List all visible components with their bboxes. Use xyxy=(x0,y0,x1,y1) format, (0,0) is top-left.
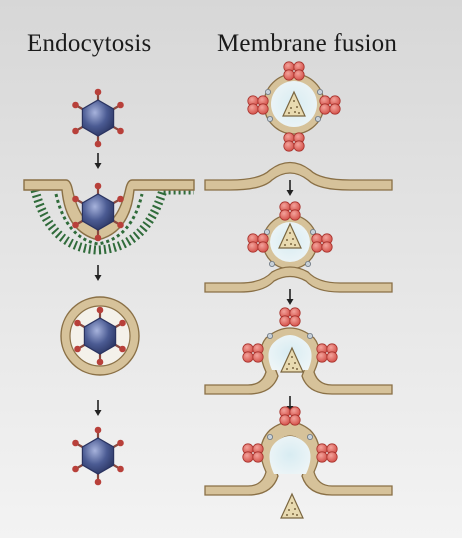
host-membrane-2 xyxy=(204,266,393,293)
arrow-down-icon xyxy=(285,288,295,306)
arrow-down-icon xyxy=(93,152,103,170)
arrow-down-icon xyxy=(93,399,103,417)
fusion-pore xyxy=(204,307,393,395)
virion-icon xyxy=(71,87,125,149)
capsid-core-icon xyxy=(280,493,304,519)
membrane-fusion-title: Membrane fusion xyxy=(217,30,398,57)
endocytic-pit xyxy=(23,179,195,255)
endocytosis-title: Endocytosis xyxy=(27,30,152,57)
docked-virus xyxy=(247,201,333,270)
arrow-down-icon xyxy=(285,179,295,197)
host-membrane-1 xyxy=(204,161,393,191)
core-release xyxy=(204,406,393,496)
arrow-down-icon xyxy=(93,264,103,282)
released-virion-icon xyxy=(71,425,125,487)
enveloped-virus-icon xyxy=(247,61,341,152)
